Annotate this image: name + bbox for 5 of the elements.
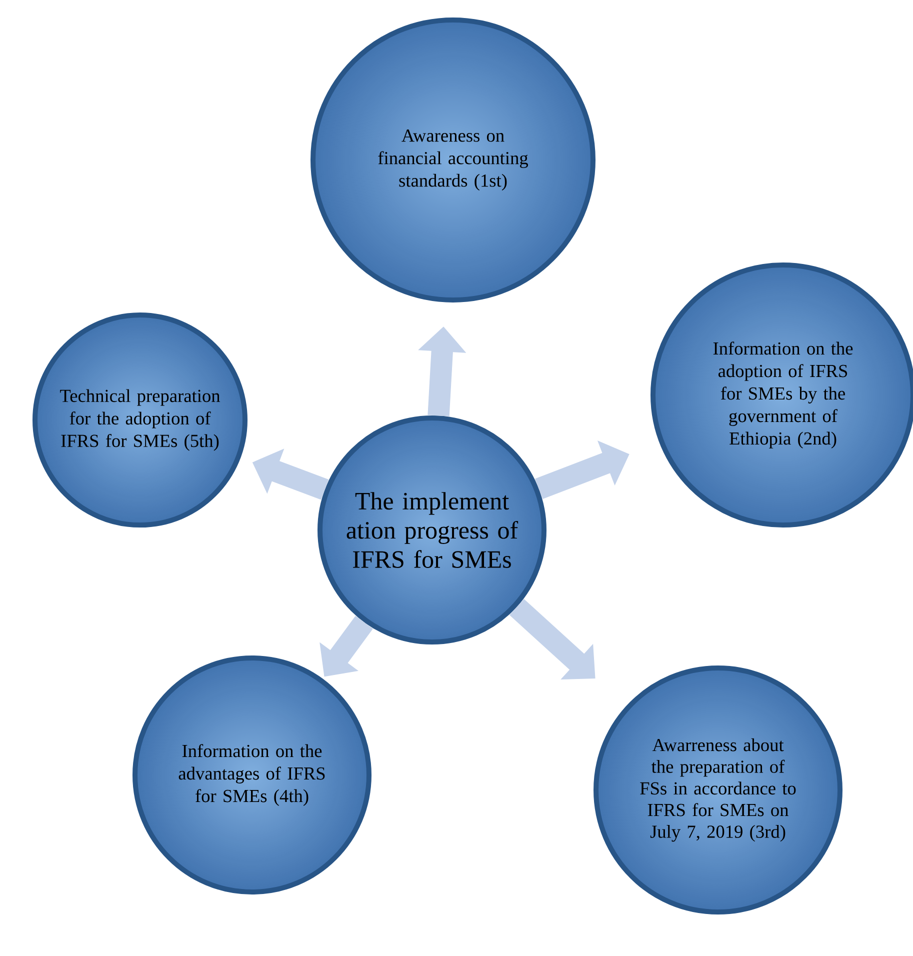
circle-node: The implement ation progress of IFRS for SMEs (318, 416, 546, 644)
circle-node: Awarreness about the preparation of FSs in accordance to IFRS for SMEs on July 7, 2019 (3rd) (594, 666, 842, 914)
circle-node: Awareness on financial accounting standards (1st) (310, 18, 596, 302)
circle-node: Information on the advantages of IFRS for SMEs (4th) (132, 656, 372, 894)
circle-node: Technical preparation for the adoption of IFRS for SMEs (5th) (32, 312, 248, 528)
